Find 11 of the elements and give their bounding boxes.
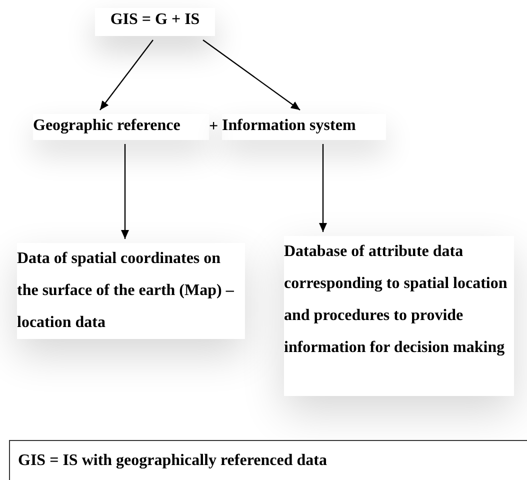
text-node: GIS = G + IS	[95, 8, 215, 36]
arrow	[319, 144, 327, 232]
arrow	[121, 144, 129, 239]
arrow	[100, 40, 154, 110]
text-node: Geographic reference	[33, 114, 209, 140]
arrow	[202, 40, 300, 110]
text-node: Database of attribute data corresponding to spatial location and procedures to provide information for decision making	[284, 236, 514, 396]
text-node: Information system	[222, 114, 386, 140]
text-node: Data of spatial coordinates on the surface of the earth (Map) – location data	[17, 243, 245, 339]
plus-sign: +	[209, 117, 218, 137]
text-box: GIS = IS with geographically referenced data	[9, 440, 527, 480]
